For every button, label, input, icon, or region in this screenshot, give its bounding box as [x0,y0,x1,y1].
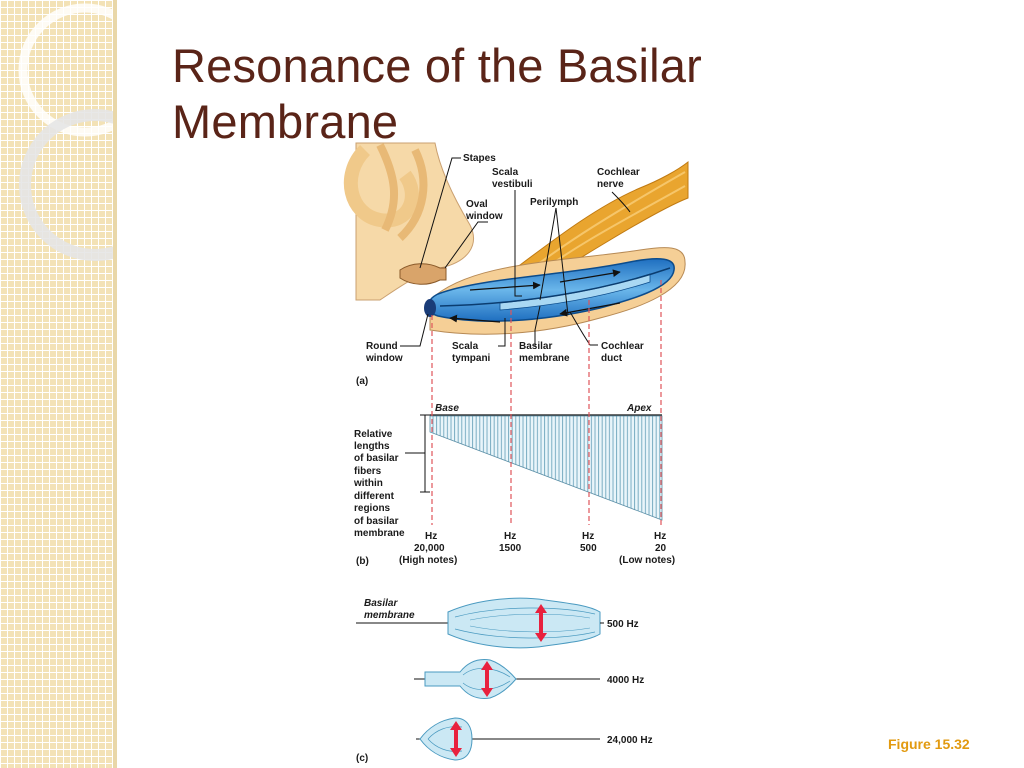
fiber-label-line-7: regions [354,503,391,514]
label-oval-window-1: Oval [466,199,488,210]
freq-label-4000: 4000 Hz [607,675,644,686]
fiber-label-line-2: lengths [354,441,390,452]
figure-caption: Figure 15.32 [888,736,970,752]
bone-structure [343,142,474,301]
basilar-fiber-wedge [429,415,663,521]
sidebar-texture [0,0,113,768]
label-apex: Apex [626,403,652,414]
fiber-label-line-5: within [353,478,383,489]
flow-arrow-lower-2 [449,314,501,323]
vibration-4000hz: 4000 Hz [414,659,644,699]
flow-arrow-upper [469,281,541,291]
label-scala-vestibuli-2: vestibuli [492,179,533,190]
label-scala-tympani-1: Scala [452,341,479,352]
label-cochlear-duct-1: Cochlear [601,341,644,352]
fiber-label-line-4: fibers [354,466,382,477]
freq-1-note: (High notes) [399,555,457,566]
membrane-label-1: Basilar [364,598,398,609]
basilar-membrane-line [439,267,671,307]
label-cochlear-nerve-2: nerve [597,179,624,190]
panel-a-labels: Stapes Scala vestibuli Cochlear nerve Ov… [356,153,644,387]
fiber-label-line-1: Relative [354,429,393,440]
fiber-label-line-6: different [354,491,395,502]
fiber-label-line-3: of basilar [354,453,399,464]
fiber-label: Relative lengths of basilar fibers withi… [353,429,405,539]
round-window-shape [424,299,436,317]
vibration-24000hz: 24,000 Hz [416,717,653,761]
deco-ring-lower [19,109,113,261]
stapes-shape [399,263,447,285]
freq-3-unit: Hz [582,531,594,542]
sidebar-edge [113,0,117,768]
panel-c-label: (c) [356,753,368,764]
freq-1-unit: Hz [425,531,437,542]
frequency-dash-lines [431,280,662,525]
membrane-label-2: membrane [364,610,415,621]
label-base: Base [435,403,459,414]
freq-2-value: 1500 [499,543,522,554]
label-basilar-membrane-1: Basilar [519,341,552,352]
freq-4-unit: Hz [654,531,666,542]
label-round-window-1: Round [366,341,398,352]
freq-1-value: 20,000 [414,543,445,554]
label-scala-tympani-2: tympani [452,353,491,364]
label-stapes: Stapes [463,153,496,164]
decorative-rings [18,3,113,261]
panel-b-label: (b) [356,556,369,567]
freq-4-note: (Low notes) [619,555,675,566]
freq-3-value: 500 [580,543,597,554]
frequency-markers: Hz 20,000 (High notes) Hz 1500 Hz 500 Hz… [399,531,675,566]
freq-label-500: 500 Hz [607,619,639,630]
panel-a-leader-lines [400,157,631,347]
label-perilymph: Perilymph [530,197,578,208]
panel-a-illustration [343,142,689,347]
deco-ring-upper [18,3,113,137]
slide-title: Resonance of the Basilar Membrane [172,39,702,148]
panel-c: Basilar membrane 500 Hz 4000 Hz [356,597,653,764]
label-basilar-membrane-2: membrane [519,353,570,364]
fiber-label-line-8: of basilar [354,516,399,527]
freq-4-value: 20 [655,543,667,554]
freq-label-24000: 24,000 Hz [607,735,653,746]
freq-2-unit: Hz [504,531,516,542]
vibration-500hz: 500 Hz [356,597,639,649]
label-oval-window-2: window [465,211,503,222]
panel-b: Base Apex Relative lengths of basilar fi… [353,280,675,567]
label-cochlear-duct-2: duct [601,353,623,364]
panel-a-label: (a) [356,376,368,387]
label-round-window-2: window [365,353,403,364]
flow-arrow-upper-2 [559,269,621,283]
label-scala-vestibuli-1: Scala [492,167,519,178]
fiber-label-line-9: membrane [354,528,405,539]
label-cochlear-nerve-1: Cochlear [597,167,640,178]
